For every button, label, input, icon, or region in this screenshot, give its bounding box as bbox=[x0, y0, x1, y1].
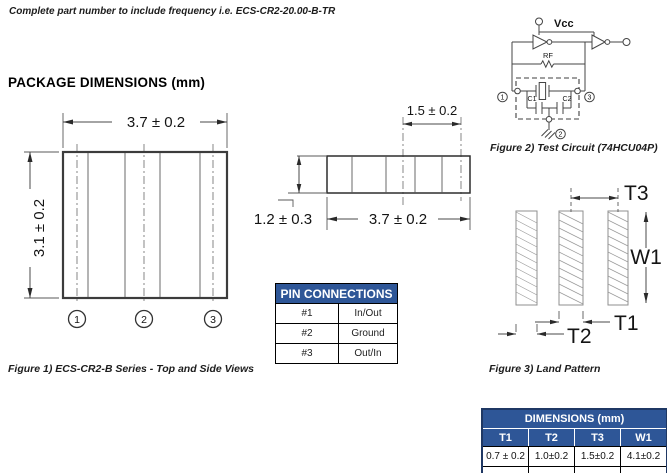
pin-1-number: 1 bbox=[74, 314, 80, 326]
pin-table-row-1: #1 In/Out bbox=[276, 304, 397, 324]
land-pad-left bbox=[515, 210, 538, 306]
dimensions-table-columns: T1 T2 T3 W1 bbox=[483, 429, 666, 446]
rf-label: RF bbox=[543, 51, 553, 60]
column-header-t1: T1 bbox=[483, 429, 529, 446]
inverter-1 bbox=[532, 34, 549, 50]
circuit-pin1-balloon bbox=[497, 91, 508, 103]
pin-table-header: PIN CONNECTIONS bbox=[276, 284, 397, 304]
pin-1-balloon bbox=[67, 309, 87, 329]
inverter-2 bbox=[591, 34, 607, 50]
column-header-t2: T2 bbox=[529, 429, 575, 446]
side-thickness-dim: 1.2 ± 0.3 bbox=[254, 211, 312, 228]
land-pattern-drawing: T3 W1 T1 T2 bbox=[498, 182, 662, 348]
dimensions-table-header: DIMENSIONS (mm) bbox=[483, 410, 666, 429]
pin-function-cell: Out/In bbox=[354, 348, 382, 359]
t3-label: T3 bbox=[624, 182, 649, 205]
dimensions-table-values: 0.7 ± 0.2 1.0±0.2 1.5±0.2 4.1±0.2 bbox=[483, 446, 666, 467]
pad-hatching bbox=[515, 211, 629, 305]
package-outline-side bbox=[326, 155, 471, 194]
circuit-pin2-balloon bbox=[555, 128, 566, 140]
dimensions-table-clipped-row bbox=[483, 467, 666, 473]
side-pitch-dim: 1.5 ± 0.2 bbox=[407, 103, 458, 118]
figure3-caption: Figure 3) Land Pattern bbox=[489, 363, 601, 375]
pin-2-number: 2 bbox=[141, 314, 147, 326]
pin-number-cell: #1 bbox=[276, 304, 339, 323]
value-t3: 1.5±0.2 bbox=[575, 447, 621, 466]
pin-2-balloon bbox=[134, 309, 154, 329]
column-header-w1: W1 bbox=[635, 431, 652, 444]
circuit-pin2-number: 2 bbox=[559, 132, 563, 139]
pin-3-number: 3 bbox=[210, 314, 216, 326]
pin-function-cell: Ground bbox=[351, 328, 385, 339]
dimensions-table: DIMENSIONS (mm) T1 T2 T3 W1 0.7 ± 0.2 1.… bbox=[481, 408, 667, 473]
top-height-dim: 3.1 ± 0.2 bbox=[31, 199, 48, 257]
value-t1: 0.7 ± 0.2 bbox=[483, 447, 529, 466]
pin-number-cell: #2 bbox=[276, 324, 339, 343]
figure2-caption: Figure 2) Test Circuit (74HCU04P) bbox=[490, 142, 658, 154]
pin-number-cell: #3 bbox=[276, 344, 339, 363]
vcc-terminal bbox=[535, 17, 543, 26]
circuit-pin3-number: 3 bbox=[588, 95, 592, 102]
side-width-dim: 3.7 ± 0.2 bbox=[369, 211, 427, 228]
package-outline-top bbox=[61, 150, 229, 300]
circuit-pin1-number: 1 bbox=[501, 95, 505, 102]
vcc-label: Vcc bbox=[554, 18, 574, 30]
resonator-box bbox=[515, 77, 580, 120]
pin-connections-table: PIN CONNECTIONS #1 In/Out #2 Ground #3 O… bbox=[275, 283, 398, 364]
section-title: PACKAGE DIMENSIONS (mm) bbox=[8, 75, 206, 90]
pin-3-balloon bbox=[203, 309, 223, 329]
column-header-t3: T3 bbox=[575, 429, 621, 446]
output-terminal bbox=[622, 38, 631, 46]
w1-label: W1 bbox=[630, 246, 662, 269]
part-number-note: Complete part number to include frequenc… bbox=[9, 6, 336, 17]
pin-table-row-3: #3 Out/In bbox=[276, 344, 397, 363]
value-t2: 1.0±0.2 bbox=[529, 447, 575, 466]
test-circuit-drawing: Vcc RF bbox=[497, 17, 631, 140]
c2-label: C2 bbox=[563, 96, 572, 103]
c1-label: C1 bbox=[528, 96, 537, 103]
value-w1: 4.1±0.2 bbox=[626, 451, 661, 462]
figure1-side-view-drawing: 1.5 ± 0.2 1.2 ± 0.3 3.7 ± 0.2 bbox=[254, 103, 471, 230]
pin-table-row-2: #2 Ground bbox=[276, 324, 397, 344]
t1-label: T1 bbox=[614, 312, 639, 335]
ground-symbol bbox=[541, 129, 556, 140]
figure1-top-view-drawing: 3.7 ± 0.2 3.1 ± 0.2 1 2 3 bbox=[24, 113, 229, 329]
figure1-caption: Figure 1) ECS-CR2-B Series - Top and Sid… bbox=[8, 363, 255, 375]
pin-function-cell: In/Out bbox=[354, 308, 382, 319]
feedback-resistor bbox=[540, 59, 555, 69]
circuit-pin3-balloon bbox=[584, 91, 595, 103]
t2-label: T2 bbox=[567, 325, 592, 348]
crystal-element bbox=[538, 82, 547, 100]
top-width-dim: 3.7 ± 0.2 bbox=[127, 114, 185, 131]
